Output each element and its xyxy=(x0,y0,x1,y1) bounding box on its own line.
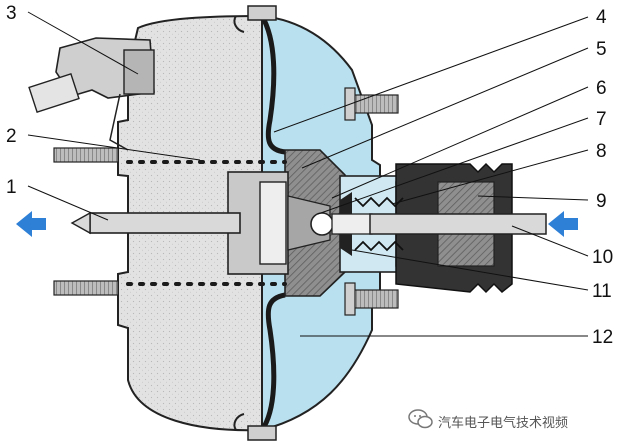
stud-front-upper xyxy=(53,147,119,163)
callout-2: 2 xyxy=(6,126,17,147)
callout-6: 6 xyxy=(596,78,607,99)
vacuum-passage xyxy=(109,93,129,151)
leader-7 xyxy=(317,117,589,215)
callout-7: 7 xyxy=(596,109,607,130)
stud-front-lower xyxy=(53,280,119,296)
leader-11 xyxy=(351,249,589,291)
leader-2 xyxy=(27,134,201,161)
hose-nipple xyxy=(28,72,80,114)
stud-rear-upper xyxy=(351,94,399,114)
check-valve-body xyxy=(123,49,155,95)
wechat-icon xyxy=(408,409,433,429)
callout-11: 11 xyxy=(592,281,612,302)
output-direction-arrow xyxy=(16,211,46,237)
leader-9 xyxy=(477,195,589,201)
leader-5 xyxy=(301,47,589,169)
callout-8: 8 xyxy=(596,141,607,162)
callout-3: 3 xyxy=(6,3,17,24)
push-rod xyxy=(89,212,241,234)
top-rim-clamp xyxy=(247,5,277,21)
input-push-rod xyxy=(369,213,547,235)
input-force-arrow xyxy=(548,211,578,237)
stud-rear-lower-head xyxy=(344,282,356,316)
callout-9: 9 xyxy=(596,191,607,212)
valve-spring xyxy=(354,196,404,252)
bottom-rim-clamp xyxy=(247,425,277,441)
leader-8 xyxy=(391,149,589,205)
leader-4 xyxy=(273,16,589,133)
leader-10 xyxy=(511,225,589,257)
diaphragm xyxy=(259,14,286,432)
callout-10: 10 xyxy=(592,247,614,268)
push-rod-tip xyxy=(70,211,91,235)
watermark-text: 汽车电子电气技术视频 xyxy=(438,416,569,431)
leader-1 xyxy=(27,185,109,221)
top-rim-seal xyxy=(233,15,245,33)
valve-plunger xyxy=(331,213,373,235)
callout-1: 1 xyxy=(6,177,17,198)
reaction-disc xyxy=(259,181,287,265)
plunger-ball xyxy=(310,212,334,236)
stud-rear-lower xyxy=(351,289,399,309)
callout-4: 4 xyxy=(596,7,607,28)
leader-3 xyxy=(27,11,139,75)
callout-12: 12 xyxy=(592,327,614,348)
callout-5: 5 xyxy=(596,39,607,60)
hub-cone xyxy=(287,195,331,251)
bottom-rim-seal xyxy=(233,413,245,431)
leader-6 xyxy=(331,86,589,199)
